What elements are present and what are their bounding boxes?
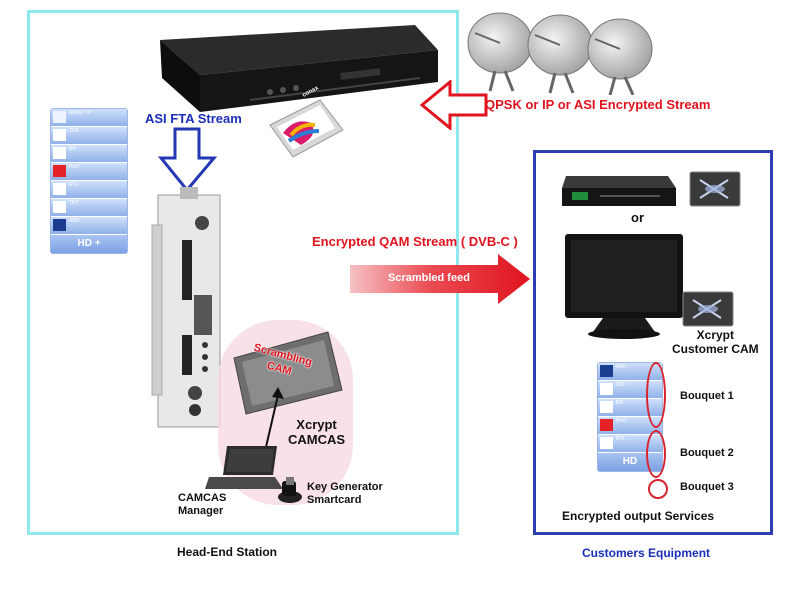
- channel-logo-icon: [600, 419, 613, 431]
- channel-row: Kinder TV: [51, 109, 127, 127]
- bouquet1-marker: [646, 362, 666, 428]
- channel-row: Pro7: [598, 417, 662, 435]
- encrypted-output-label: Encrypted output Services: [562, 509, 715, 523]
- channel-name: ARD: [69, 218, 80, 224]
- channel-logo-icon: [53, 183, 66, 195]
- customer-cam-top-icon: [689, 171, 741, 207]
- customers-equipment-box: [533, 150, 773, 535]
- channel-logo-icon: [53, 219, 66, 231]
- key-generator-label: Key Generator Smartcard: [307, 481, 383, 506]
- laptop-icon: [205, 446, 283, 489]
- channel-name: ZDF: [69, 128, 79, 134]
- channel-logo-icon: [600, 365, 613, 377]
- channel-name: Pro7: [69, 164, 80, 170]
- channel-logo-icon: [600, 401, 613, 413]
- channel-name: Pro7: [616, 418, 627, 424]
- channel-row: TNT: [51, 199, 127, 217]
- bouquet3-label: Bouquet 3: [680, 481, 734, 493]
- channel-name: RTL: [616, 436, 626, 442]
- television-icon: [565, 234, 683, 339]
- channel-name: Kinder TV: [69, 110, 92, 116]
- channel-logo-icon: [53, 201, 66, 213]
- bouquet2-label: Bouquet 2: [680, 447, 734, 459]
- channel-logo-icon: [53, 111, 66, 123]
- scrambled-feed-arrow-icon: [350, 254, 530, 304]
- channel-name: BR: [69, 146, 76, 152]
- channel-logo-icon: [53, 147, 66, 159]
- asi-fta-label: ASI FTA Stream: [145, 111, 242, 126]
- channel-name: ARD: [616, 364, 627, 370]
- bouquet1-label: Bouquet 1: [680, 390, 734, 402]
- blue-down-arrow-icon: [158, 127, 218, 193]
- customer-cam-icon: [682, 291, 734, 327]
- xcrypt-customer-cam-label: Xcrypt Customer CAM: [672, 328, 759, 356]
- headend-modulator-icon: [151, 187, 221, 428]
- scrambled-feed-label: Scrambled feed: [388, 272, 470, 284]
- head-end-station-caption: Head-End Station: [177, 545, 278, 559]
- xcrypt-camcas-label: Xcrypt CAMCAS: [288, 417, 346, 447]
- channel-row: BR: [51, 145, 127, 163]
- channel-name: TNT: [69, 200, 79, 206]
- camcas-manager-label: CAMCAS Manager: [178, 492, 227, 517]
- black-up-arrow-icon: [265, 387, 284, 448]
- or-label: or: [631, 210, 644, 225]
- encrypted-qam-label: Encrypted QAM Stream ( DVB-C ): [312, 234, 518, 249]
- channel-name: BR: [616, 400, 623, 406]
- customers-equipment-caption: Customers Equipment: [582, 546, 711, 560]
- channel-row: ARD: [51, 217, 127, 235]
- channel-row: ZDF: [51, 127, 127, 145]
- bouquet3-marker: [648, 479, 668, 499]
- channel-row: ARD: [598, 363, 662, 381]
- scrambling-cam-icon: [233, 331, 343, 415]
- channel-name: ZDF: [616, 382, 626, 388]
- channel-name: RTL: [69, 182, 79, 188]
- channel-row: RTL: [51, 181, 127, 199]
- conax-cam-card-icon: [269, 99, 344, 158]
- receiver-device-icon: [160, 25, 438, 112]
- smartcard-reader-icon: [278, 477, 302, 503]
- bouquet2-marker: [646, 430, 666, 478]
- hd-row: HD +: [51, 235, 127, 253]
- satellite-dishes-icon: [467, 12, 653, 95]
- channel-logo-icon: [53, 165, 66, 177]
- qpsk-label: QPSK or IP or ASI Encrypted Stream: [485, 97, 711, 112]
- channel-logo-icon: [53, 129, 66, 141]
- set-top-box-icon: [562, 176, 676, 206]
- channel-logo-icon: [600, 383, 613, 395]
- red-input-arrow-icon: [420, 80, 488, 130]
- channel-row: Pro7: [51, 163, 127, 181]
- channel-logo-icon: [600, 437, 613, 449]
